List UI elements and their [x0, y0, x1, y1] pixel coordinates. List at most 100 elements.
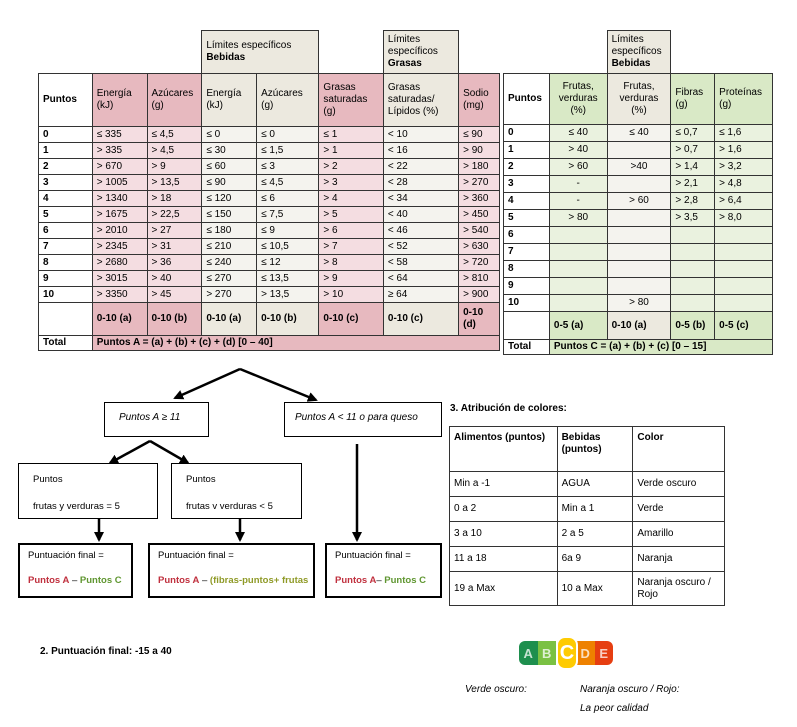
value-cell: < 22 — [382, 158, 460, 175]
header-row: Puntos Energía (kJ) Azúcares (g) Energía… — [38, 73, 500, 127]
nutriscore-letter-c: C — [556, 636, 578, 670]
value-cell: < 52 — [382, 238, 460, 255]
header-puntos: Puntos — [38, 73, 93, 127]
value-cell: ≤ 0,7 — [670, 124, 716, 142]
header-alimentos: Alimentos (puntos) — [449, 426, 558, 472]
sub-box-label: Puntos — [33, 474, 63, 485]
puntos-a-text: Puntos A — [158, 575, 200, 586]
points-cell: 5 — [503, 209, 550, 227]
value-cell — [548, 277, 608, 295]
arrow-left — [173, 367, 241, 400]
value-cell: > 1005 — [91, 174, 148, 191]
header-fibras: Fibras (g) — [670, 73, 716, 125]
value-cell: > 2,8 — [670, 192, 716, 210]
nutriscore-letter-a: A — [519, 641, 538, 665]
value-cell — [606, 226, 672, 244]
sub-box-label: Puntos — [186, 474, 216, 485]
value-cell: < 58 — [382, 254, 460, 271]
table-row: 3-> 2,1> 4,8 — [503, 175, 773, 193]
value-cell — [548, 294, 608, 312]
nutriscore-letter-e: E — [594, 641, 613, 665]
color-attribution-table: Alimentos (puntos) Bebidas (puntos) Colo… — [449, 426, 725, 606]
value-cell: > 40 — [146, 270, 203, 287]
total-formula: Puntos C = (a) + (b) + (c) [0 – 15] — [548, 339, 774, 355]
range-cell: 0-10 (b) — [146, 302, 203, 336]
legend-worst: La peor calidad — [580, 703, 649, 714]
total-label: Total — [38, 335, 93, 351]
value-cell: ≤ 60 — [201, 158, 258, 175]
points-cell: 3 — [503, 175, 550, 193]
value-cell: > 90 — [458, 142, 500, 159]
value-cell: > 4,8 — [714, 175, 773, 193]
final-label: Puntuación final = — [335, 550, 411, 561]
value-cell: ≤ 40 — [606, 124, 672, 142]
alimentos-cell: 0 a 2 — [449, 496, 558, 522]
puntos-c-text: Puntos C — [79, 575, 122, 586]
cond-left-text: Puntos A ≥ 11 — [119, 412, 181, 423]
color-cell: Amarillo — [632, 521, 725, 547]
header-grasas-saturadas: Grasas saturadas (g) — [318, 73, 384, 127]
nutriscore-letter-d: D — [576, 641, 595, 665]
bebidas-cell: 2 a 5 — [556, 521, 634, 547]
header-azucares-bebidas: Azúcares (g) — [256, 73, 320, 127]
range-cell: 0-10 (c) — [318, 302, 384, 336]
value-cell: > 270 — [201, 286, 258, 303]
color-cell: Naranja oscuro / Rojo — [632, 571, 725, 606]
range-cell: 0-10 (b) — [256, 302, 320, 336]
minus-sign: – — [69, 575, 80, 586]
value-cell: < 16 — [382, 142, 460, 159]
value-cell: > 335 — [91, 142, 148, 159]
bebidas-cell: 6a 9 — [556, 546, 634, 572]
value-cell: ≤ 1,5 — [256, 142, 320, 159]
puntos-a-text: Puntos A — [28, 575, 70, 586]
value-cell — [670, 260, 716, 278]
puntos-a-text: Puntos A — [335, 575, 377, 586]
value-cell: > 3015 — [91, 270, 148, 287]
header-row: Alimentos (puntos) Bebidas (puntos) Colo… — [449, 426, 725, 472]
bebidas-cell: 10 a Max — [556, 571, 634, 606]
table-row: 0≤ 40≤ 40≤ 0,7≤ 1,6 — [503, 124, 773, 142]
final-box-2: Puntuación final = Puntos A – (fibras-pu… — [148, 543, 315, 598]
final-box-3: Puntuación final = Puntos A– Puntos C — [325, 543, 442, 598]
sub-box-condition: frutas v verduras < 5 — [186, 501, 273, 512]
value-cell: ≥ 64 — [382, 286, 460, 303]
table-row: 6> 2010> 27≤ 180≤ 9> 6< 46> 540 — [38, 222, 500, 239]
value-cell — [714, 260, 773, 278]
value-cell: ≤ 1 — [318, 126, 384, 143]
value-cell: > 3350 — [91, 286, 148, 303]
value-cell: > 13,5 — [256, 286, 320, 303]
minus-sign: – — [199, 575, 210, 586]
value-cell: ≤ 13,5 — [256, 270, 320, 287]
value-cell — [606, 260, 672, 278]
value-cell: >40 — [606, 158, 672, 176]
arrow-sub-right — [149, 439, 190, 465]
table-row: 5> 80> 3,5> 8,0 — [503, 209, 773, 227]
value-cell — [714, 294, 773, 312]
value-cell: > 8,0 — [714, 209, 773, 227]
header-sodio: Sodio (mg) — [458, 73, 500, 127]
value-cell: > 2680 — [91, 254, 148, 271]
header-row: Puntos Frutas, verduras (%) Frutas, verd… — [503, 73, 773, 125]
value-cell — [548, 226, 608, 244]
header-proteinas: Proteínas (g) — [714, 73, 773, 125]
value-cell: > 2345 — [91, 238, 148, 255]
sub-box-less: Puntos frutas v verduras < 5 — [171, 463, 302, 519]
header-bebidas: Bebidas (puntos) — [556, 426, 634, 472]
bebidas-cell: AGUA — [556, 471, 634, 497]
value-cell: > 80 — [606, 294, 672, 312]
table-row: 7 — [503, 243, 773, 261]
range-cell: 0-10 (a) — [606, 311, 672, 340]
puntos-c-text: Puntos C — [384, 575, 426, 586]
table-row: 10> 80 — [503, 294, 773, 312]
value-cell: > 13,5 — [146, 174, 203, 191]
value-cell: > 31 — [146, 238, 203, 255]
